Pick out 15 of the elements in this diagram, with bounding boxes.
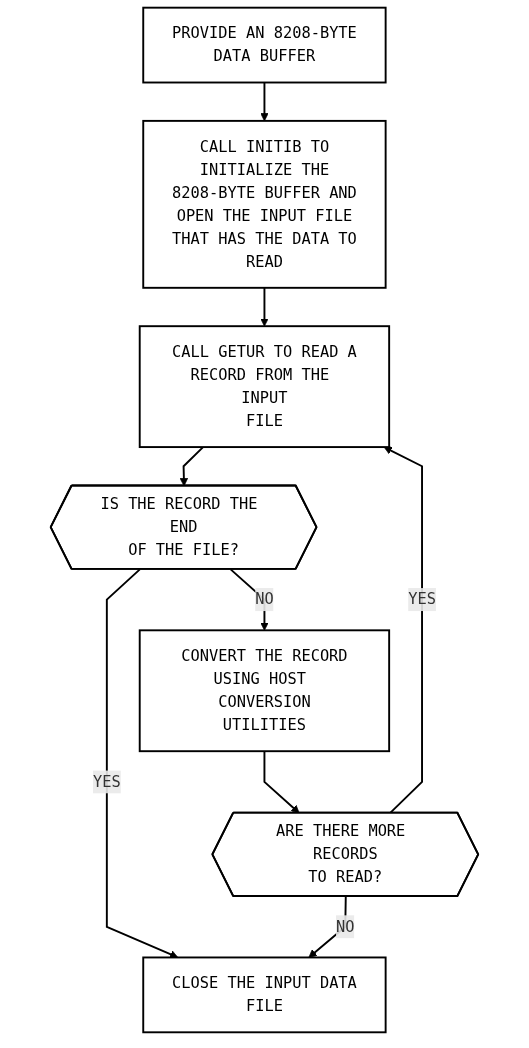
arrow bbox=[260, 286, 269, 327]
arrow bbox=[179, 446, 205, 487]
node-box: CALL GETUR TO READ A RECORD FROM THE INPUT FILE bbox=[138, 325, 391, 449]
arrow bbox=[260, 81, 269, 122]
node-box: CONVERT THE RECORD USING HOST CONVERSION UTILITIES bbox=[138, 629, 391, 753]
edge-label: NO bbox=[255, 590, 274, 609]
node-box: CLOSE THE INPUT DATA FILE bbox=[142, 956, 387, 1034]
arrow bbox=[308, 895, 347, 958]
edge-label: YES bbox=[93, 772, 121, 791]
arrow bbox=[263, 750, 300, 814]
node-box: CALL INITIB TO INITIALIZE THE 8208-BYTE BUFFER AND OPEN THE INPUT FILE THAT HAS THE DATA TO READ bbox=[142, 119, 387, 289]
edge-label: NO bbox=[336, 917, 355, 936]
arrow bbox=[105, 568, 179, 959]
node-box: PROVIDE AN 8208-BYTE DATA BUFFER bbox=[142, 6, 387, 84]
edge-label: YES bbox=[408, 590, 436, 609]
